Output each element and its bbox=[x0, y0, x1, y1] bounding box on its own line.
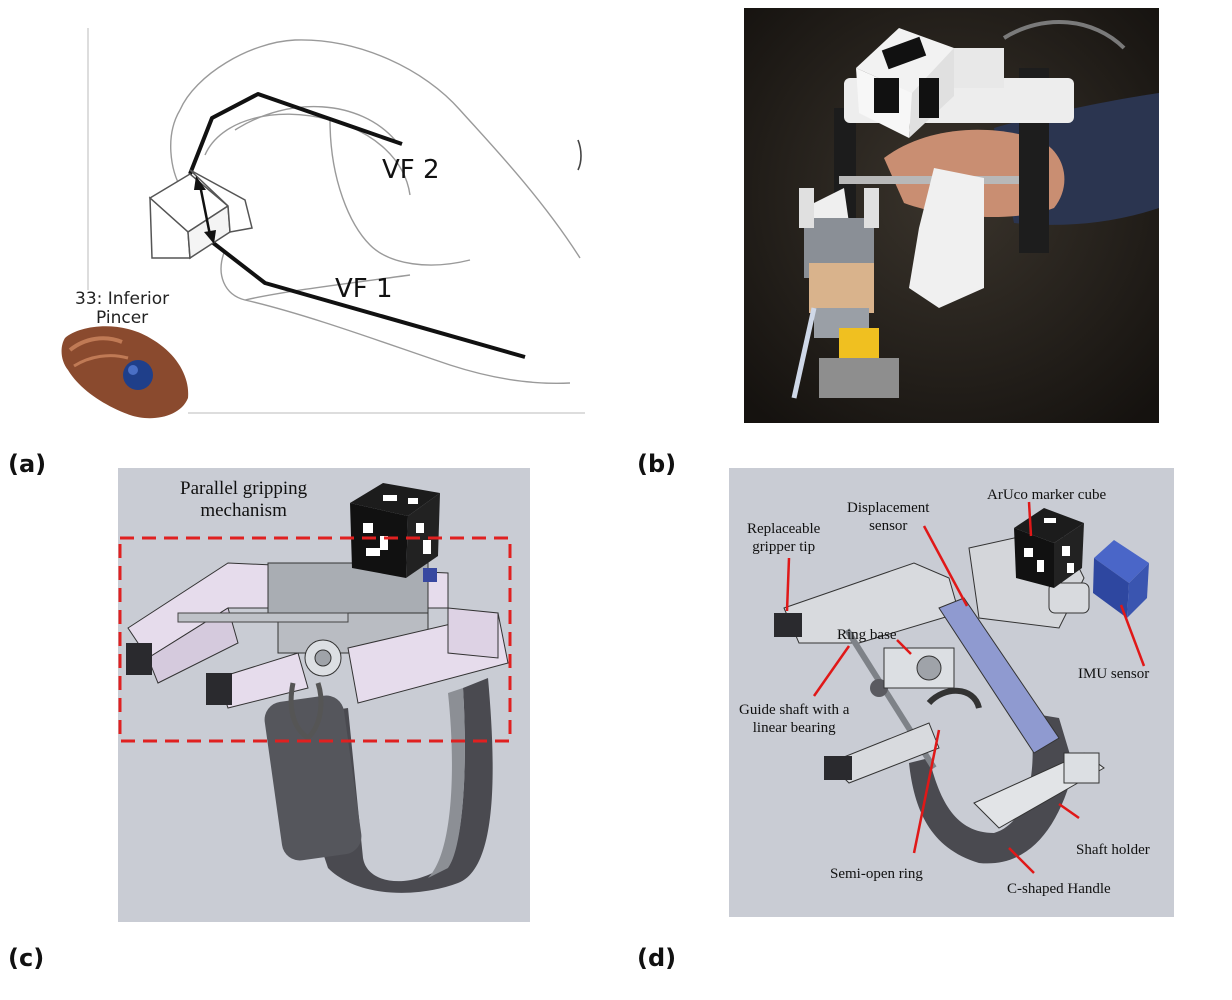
label-guide-line1: Guide shaft with a bbox=[739, 702, 850, 718]
imu-sensor-render bbox=[1093, 540, 1149, 618]
parallel-gripping-title-line2: mechanism bbox=[200, 500, 287, 521]
grasp-caption-line1: 33: Inferior bbox=[75, 289, 170, 309]
label-guide-shaft: Guide shaft with a linear bearing bbox=[739, 701, 849, 737]
aruco-cube-render-c bbox=[350, 483, 440, 582]
handle-render-c bbox=[264, 678, 493, 893]
label-shaft-holder: Shaft holder bbox=[1076, 842, 1150, 858]
vf2-label: VF 2 bbox=[382, 155, 440, 185]
panel-a: 33: Inferior Pincer VF 2 VF 1 bbox=[30, 20, 590, 420]
grasp-caption-line2: Pincer bbox=[95, 308, 149, 328]
grasp-caption: 33: Inferior Pincer bbox=[75, 290, 169, 328]
panel-c-render: Parallel gripping mechanism bbox=[118, 468, 530, 922]
leader-lines bbox=[785, 501, 1146, 874]
label-c-shaped-handle: C-shaped Handle bbox=[1007, 881, 1111, 897]
aruco-cube-photo bbox=[856, 28, 954, 138]
label-aruco-cube: ArUco marker cube bbox=[987, 487, 1107, 503]
label-displacement-line2: sensor bbox=[869, 518, 908, 534]
small-hand-photo bbox=[61, 326, 189, 419]
label-gripper-line2: gripper tip bbox=[752, 539, 816, 555]
label-gripper-tip: Replaceable gripper tip bbox=[747, 520, 820, 556]
gripping-mechanism-highlight bbox=[118, 536, 512, 743]
panel-d-render: Displacement sensor ArUco marker cube Re… bbox=[729, 468, 1174, 917]
parallel-gripping-title: Parallel gripping mechanism bbox=[180, 478, 307, 522]
aruco-cube-render-d bbox=[1014, 508, 1084, 588]
lego-figure bbox=[791, 188, 899, 399]
label-displacement-line1: Displacement bbox=[847, 500, 930, 516]
label-semi-open-ring: Semi-open ring bbox=[830, 866, 923, 882]
label-ring-base: Ring base bbox=[837, 627, 897, 643]
parallel-gripping-title-line1: Parallel gripping bbox=[180, 478, 308, 499]
label-imu-sensor: IMU sensor bbox=[1078, 666, 1150, 682]
label-displacement-sensor: Displacement sensor bbox=[847, 499, 929, 535]
panel-a-label: (a) bbox=[8, 450, 47, 478]
frame-render-c bbox=[127, 562, 509, 709]
panel-b-label: (b) bbox=[637, 450, 677, 478]
panel-c-label: (c) bbox=[8, 944, 45, 972]
vf1-label: VF 1 bbox=[335, 274, 393, 304]
panel-d-label: (d) bbox=[637, 944, 677, 972]
label-guide-line2: linear bearing bbox=[752, 720, 836, 736]
gripper-tips-render-c bbox=[126, 643, 232, 705]
hand-grasp-illustration bbox=[61, 28, 585, 419]
label-gripper-line1: Replaceable bbox=[747, 521, 821, 537]
panel-b-photo bbox=[744, 8, 1159, 423]
